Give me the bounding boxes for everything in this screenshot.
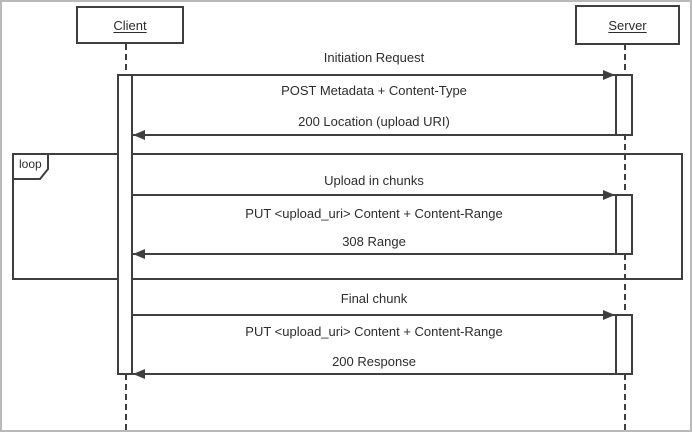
loop-label-pentagon: [12, 153, 49, 180]
arrowhead-left-icon: [133, 369, 145, 379]
arrowhead-left-icon: [133, 249, 145, 259]
arrowhead-right-icon: [603, 70, 615, 80]
message-label-initiation-request: POST Metadata + Content-Type: [281, 83, 467, 98]
actor-label-client: Client: [113, 17, 147, 33]
arrowhead-left-icon: [133, 130, 145, 140]
message-line-final-response: [133, 373, 615, 375]
section-title-chunks: Upload in chunks: [324, 173, 424, 188]
message-line-final-request: [133, 314, 615, 316]
server-activation-bar-chunks: [615, 194, 633, 255]
arrowhead-right-icon: [603, 310, 615, 320]
message-label-final-request: PUT <upload_uri> Content + Content-Range: [245, 324, 503, 339]
message-label-initiation-response: 200 Location (upload URI): [298, 114, 450, 129]
message-line-chunks-request: [133, 194, 615, 196]
loop-label: loop: [19, 157, 42, 171]
arrowhead-right-icon: [603, 190, 615, 200]
message-line-initiation-request: [133, 74, 615, 76]
loop-fragment: [12, 153, 683, 280]
message-label-chunks-request: PUT <upload_uri> Content + Content-Range: [245, 206, 503, 221]
server-activation-bar-final: [615, 314, 633, 375]
message-line-chunks-response: [133, 253, 615, 255]
actor-box-server: Server: [575, 5, 680, 45]
section-title-final: Final chunk: [340, 291, 408, 306]
actor-label-server: Server: [608, 17, 647, 33]
message-label-chunks-response: 308 Range: [342, 234, 406, 249]
section-title-initiation: Initiation Request: [323, 50, 425, 65]
client-activation-bar: [117, 74, 133, 375]
server-activation-bar-initiation: [615, 74, 633, 136]
actor-box-client: Client: [76, 6, 184, 44]
message-label-final-response: 200 Response: [332, 354, 416, 369]
message-line-initiation-response: [133, 134, 615, 136]
